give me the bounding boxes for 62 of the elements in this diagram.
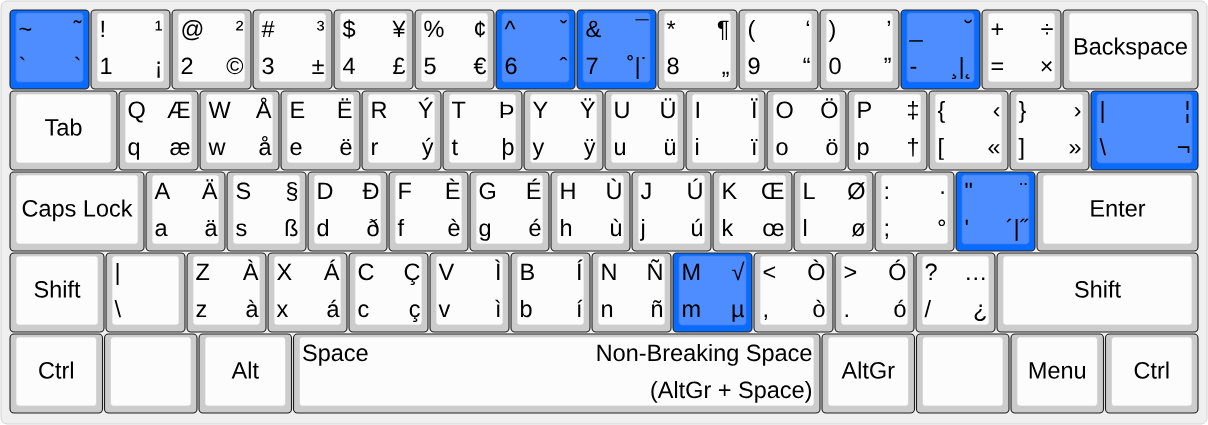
- key: ! ¹ 1 ¡: [90, 9, 171, 90]
- key: + ÷ = ×: [981, 9, 1062, 90]
- key: _ ˘ - ¸|˛: [900, 9, 981, 90]
- key: : · ; °: [874, 171, 955, 252]
- key: ( ‘ 9 “: [738, 9, 819, 90]
- key: & ¯ 7 ˚|˙: [576, 9, 657, 90]
- key: R Ý r ý: [361, 90, 442, 171]
- key: | \: [105, 252, 186, 333]
- key: E Ë e ë: [280, 90, 361, 171]
- key: A Ä a ä: [145, 171, 226, 252]
- key: N Ñ n ñ: [591, 252, 672, 333]
- key: Ctrl: [9, 333, 104, 414]
- key: { ‹ [ «: [928, 90, 1009, 171]
- key: F È f è: [388, 171, 469, 252]
- key: V Ì v ì: [429, 252, 510, 333]
- key: Backspace: [1062, 9, 1199, 90]
- key: K Œ k œ: [712, 171, 793, 252]
- key: AltGr: [821, 333, 916, 414]
- key: G É g é: [469, 171, 550, 252]
- key: C Ç c ç: [348, 252, 429, 333]
- key: Shift: [996, 252, 1199, 333]
- key: Y Ÿ y ÿ: [523, 90, 604, 171]
- key: } › ] »: [1009, 90, 1090, 171]
- key: ) ’ 0 ”: [819, 9, 900, 90]
- key: @ ² 2 ©: [171, 9, 252, 90]
- key: [915, 333, 1010, 414]
- key: " ¨ ' ´|˝: [955, 171, 1036, 252]
- key: Enter: [1036, 171, 1199, 252]
- key: Shift: [9, 252, 105, 333]
- key: ^ ˇ 6 ˆ: [495, 9, 576, 90]
- key: S § s ß: [226, 171, 307, 252]
- key: Ctrl: [1104, 333, 1199, 414]
- key: > Ó . ó: [834, 252, 915, 333]
- key: H Ù h ù: [550, 171, 631, 252]
- key: T Þ t þ: [442, 90, 523, 171]
- key: ? … / ¿: [915, 252, 996, 333]
- key: Space Non-Breaking Space (AltGr + Space): [292, 333, 821, 414]
- key: * ¶ 8 „: [657, 9, 738, 90]
- key: U Ü u ü: [604, 90, 685, 171]
- key: M √ m µ: [672, 252, 753, 333]
- key: < Ò , ò: [753, 252, 834, 333]
- key: # ³ 3 ±: [252, 9, 333, 90]
- key: W Å w å: [199, 90, 280, 171]
- key: O Ö o ö: [766, 90, 847, 171]
- key: I Ï i ï: [685, 90, 766, 171]
- key: P ‡ p †: [847, 90, 928, 171]
- key: L Ø l ø: [793, 171, 874, 252]
- key: $ ¥ 4 £: [333, 9, 414, 90]
- key: % ¢ 5 €: [414, 9, 495, 90]
- key: Tab: [9, 90, 118, 171]
- key: D Ð d ð: [307, 171, 388, 252]
- key: ~ ˜ ` `: [9, 9, 90, 90]
- key: Z À z à: [186, 252, 267, 333]
- key: Caps Lock: [9, 171, 145, 252]
- key: B Í b í: [510, 252, 591, 333]
- key: | ¦ \ ¬: [1090, 90, 1199, 171]
- key: J Ú j ú: [631, 171, 712, 252]
- key: Menu: [1010, 333, 1105, 414]
- key: X Á x á: [267, 252, 348, 333]
- key: [103, 333, 198, 414]
- key: Q Æ q æ: [118, 90, 199, 171]
- key: Alt: [198, 333, 293, 414]
